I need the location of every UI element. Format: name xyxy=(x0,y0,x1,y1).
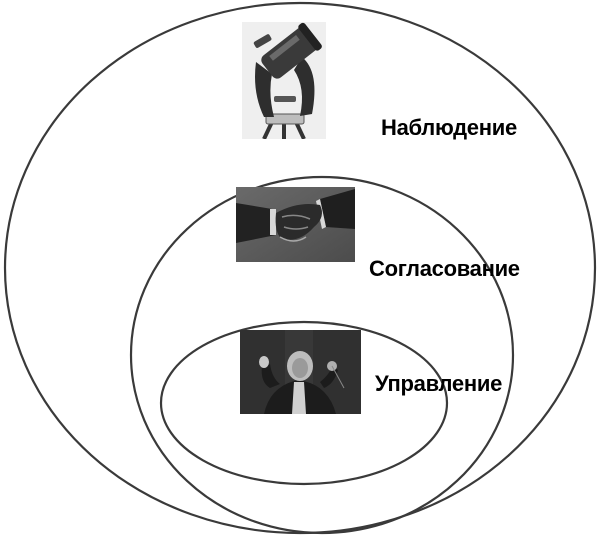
middle-ellipse-coordination xyxy=(129,175,515,535)
label-management: Управление xyxy=(375,371,503,396)
telescope-photo xyxy=(242,22,326,139)
handshake-photo xyxy=(236,187,355,262)
handshake-icon xyxy=(236,187,355,262)
label-coordination: Согласование xyxy=(369,256,520,281)
conductor-icon xyxy=(240,330,361,414)
telescope-icon xyxy=(242,22,326,139)
label-observation: Наблюдение xyxy=(381,115,517,140)
conductor-photo xyxy=(240,330,361,414)
outer-ellipse-observation xyxy=(3,1,597,535)
inner-ellipse-management xyxy=(159,320,449,486)
